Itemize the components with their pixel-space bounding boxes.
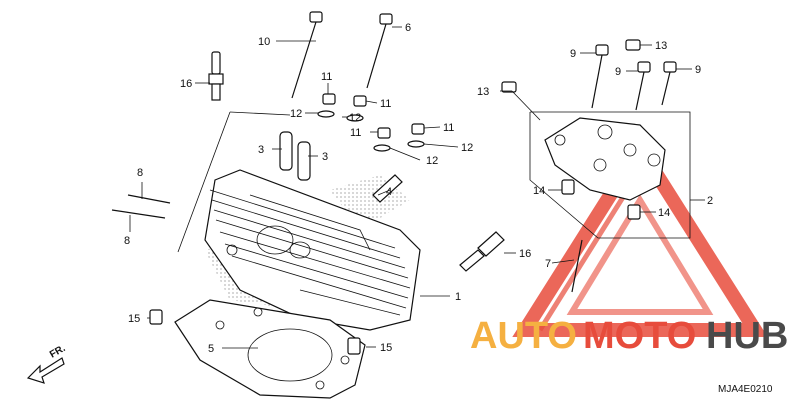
spark-plug-16-right[interactable]: [459, 231, 505, 272]
callout-12-b: 12: [349, 112, 361, 124]
collar-14-right[interactable]: [627, 204, 641, 220]
callout-14-right: 14: [658, 207, 670, 219]
stud-bolt-8-upper[interactable]: [127, 194, 171, 204]
callout-11-c: 11: [350, 127, 361, 139]
callout-16-top: 16: [180, 78, 192, 90]
callout-7: 7: [545, 258, 551, 270]
bolt-9-center[interactable]: [635, 61, 651, 111]
callout-5: 5: [208, 343, 214, 355]
nut-13-top[interactable]: [625, 39, 641, 51]
callout-4: 4: [386, 186, 392, 198]
front-arrow-icon: [26, 357, 65, 384]
cylinder-head-gasket[interactable]: [174, 299, 366, 399]
callout-12-a: 12: [290, 108, 302, 120]
valve-guide-3-right[interactable]: [297, 141, 311, 181]
watermark-hub: HUB: [706, 315, 788, 357]
callout-15-right: 15: [380, 342, 392, 354]
nut-11-d[interactable]: [411, 123, 425, 135]
callout-8-upper: 8: [137, 167, 143, 179]
washer-12-b[interactable]: [346, 114, 364, 122]
nut-11-c[interactable]: [377, 127, 391, 139]
callout-8-lower: 8: [124, 235, 130, 247]
washer-12-a[interactable]: [317, 110, 335, 118]
dowel-pin-15-left[interactable]: [149, 309, 163, 325]
watermark-text: AUTO MOTO HUB: [470, 315, 788, 357]
pin-7[interactable]: [571, 239, 583, 293]
callout-1: 1: [455, 291, 461, 303]
callout-12-d: 12: [426, 155, 438, 167]
callout-3-left: 3: [258, 144, 264, 156]
callout-3-right: 3: [322, 151, 328, 163]
callout-14-left: 14: [533, 185, 545, 197]
collar-14-left[interactable]: [561, 179, 575, 195]
bolt-9-right[interactable]: [661, 61, 677, 106]
watermark-moto: MOTO: [583, 315, 696, 357]
leader-lines: [129, 26, 705, 349]
callout-6: 6: [405, 22, 411, 34]
spark-plug-16-top[interactable]: [208, 51, 224, 101]
callout-12-c: 12: [461, 142, 473, 154]
washer-12-d[interactable]: [407, 140, 425, 148]
callout-11-d: 11: [443, 122, 454, 134]
rocker-arm-holder[interactable]: [544, 117, 666, 201]
bolt-6[interactable]: [366, 13, 393, 89]
stud-bolt-8-lower[interactable]: [111, 209, 166, 219]
callout-labels: 10 6 16 3 3 4 1 5 15 15 8 8 11 11 11 11 …: [124, 22, 713, 355]
callout-11-a: 11: [321, 71, 332, 83]
dowel-pin-15-right[interactable]: [347, 337, 361, 355]
callout-15-left: 15: [128, 313, 140, 325]
nut-13-left[interactable]: [501, 81, 517, 93]
rocker-arm-holder-region: [529, 111, 691, 239]
callout-9-left: 9: [570, 48, 576, 60]
callout-11-b: 11: [380, 98, 391, 110]
callout-10: 10: [258, 36, 270, 48]
watermark-auto: AUTO: [470, 315, 577, 357]
callout-9-right: 9: [695, 64, 701, 76]
callout-2: 2: [707, 195, 713, 207]
cylinder-head[interactable]: [204, 169, 421, 331]
washer-12-c[interactable]: [373, 144, 391, 152]
bolt-10[interactable]: [291, 11, 323, 99]
callout-16-right: 16: [519, 248, 531, 260]
nut-11-a[interactable]: [322, 93, 336, 105]
callout-9-center: 9: [615, 66, 621, 78]
sleeve-4[interactable]: [372, 174, 403, 203]
valve-guide-3-left[interactable]: [279, 131, 293, 171]
nut-11-b[interactable]: [353, 95, 367, 107]
callout-13-left: 13: [477, 86, 489, 98]
front-direction-label: FR.: [48, 343, 68, 361]
bolt-9-left[interactable]: [591, 44, 609, 109]
diagram-code: MJA4E0210: [718, 384, 773, 395]
front-direction-indicator: FR.: [26, 343, 68, 384]
callout-13-top: 13: [655, 40, 667, 52]
cylinder-head-region: [177, 111, 291, 253]
